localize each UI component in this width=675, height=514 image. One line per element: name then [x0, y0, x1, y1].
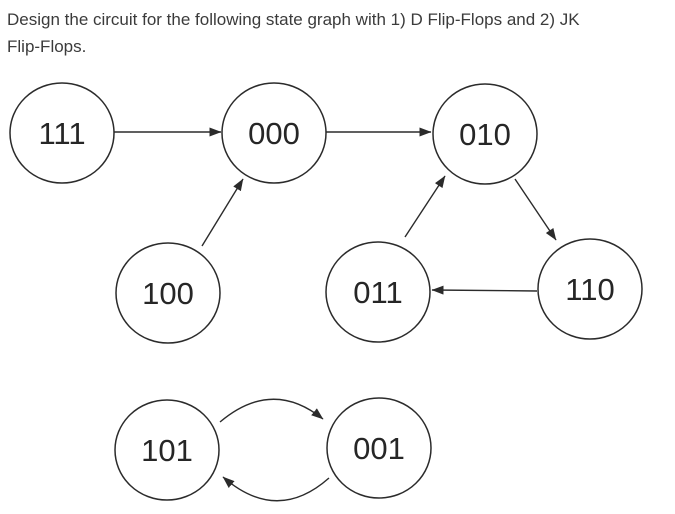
transition-arrow-100-to-000 — [201, 178, 244, 247]
transition-arrow-001-to-101 — [222, 476, 330, 502]
state-label-111: 111 — [38, 116, 85, 151]
state-label-100: 100 — [142, 276, 194, 311]
state-circle-101 — [114, 399, 220, 501]
state-circle-001 — [326, 397, 432, 499]
transition-arrow-010-to-110 — [514, 178, 557, 241]
state-label-101: 101 — [141, 433, 193, 468]
transition-arrow-110-to-011 — [431, 285, 538, 295]
state-node-011: 011 — [325, 241, 431, 343]
state-circle-111 — [9, 82, 115, 184]
state-node-100: 100 — [115, 242, 221, 344]
transition-arrow-011-to-010 — [404, 175, 446, 238]
question-text-line2: Flip-Flops. — [7, 37, 87, 56]
transition-arrow-101-to-001 — [219, 398, 324, 423]
state-circle-110 — [537, 238, 643, 340]
question-text-line1: Design the circuit for the following sta… — [7, 10, 580, 29]
state-label-010: 010 — [459, 117, 511, 152]
state-label-110: 110 — [565, 272, 614, 307]
state-node-010: 010 — [432, 83, 538, 185]
state-circle-100 — [115, 242, 221, 344]
state-label-000: 000 — [248, 116, 300, 151]
state-circle-010 — [432, 83, 538, 185]
state-node-000: 000 — [221, 82, 327, 184]
state-node-111: 111 — [9, 82, 115, 184]
state-circle-011 — [325, 241, 431, 343]
state-label-001: 001 — [353, 431, 405, 466]
state-node-001: 001 — [326, 397, 432, 499]
state-node-101: 101 — [114, 399, 220, 501]
state-node-110: 110 — [537, 238, 643, 340]
state-label-011: 011 — [353, 275, 402, 310]
state-circle-000 — [221, 82, 327, 184]
question-text: Design the circuit for the following sta… — [7, 6, 662, 60]
